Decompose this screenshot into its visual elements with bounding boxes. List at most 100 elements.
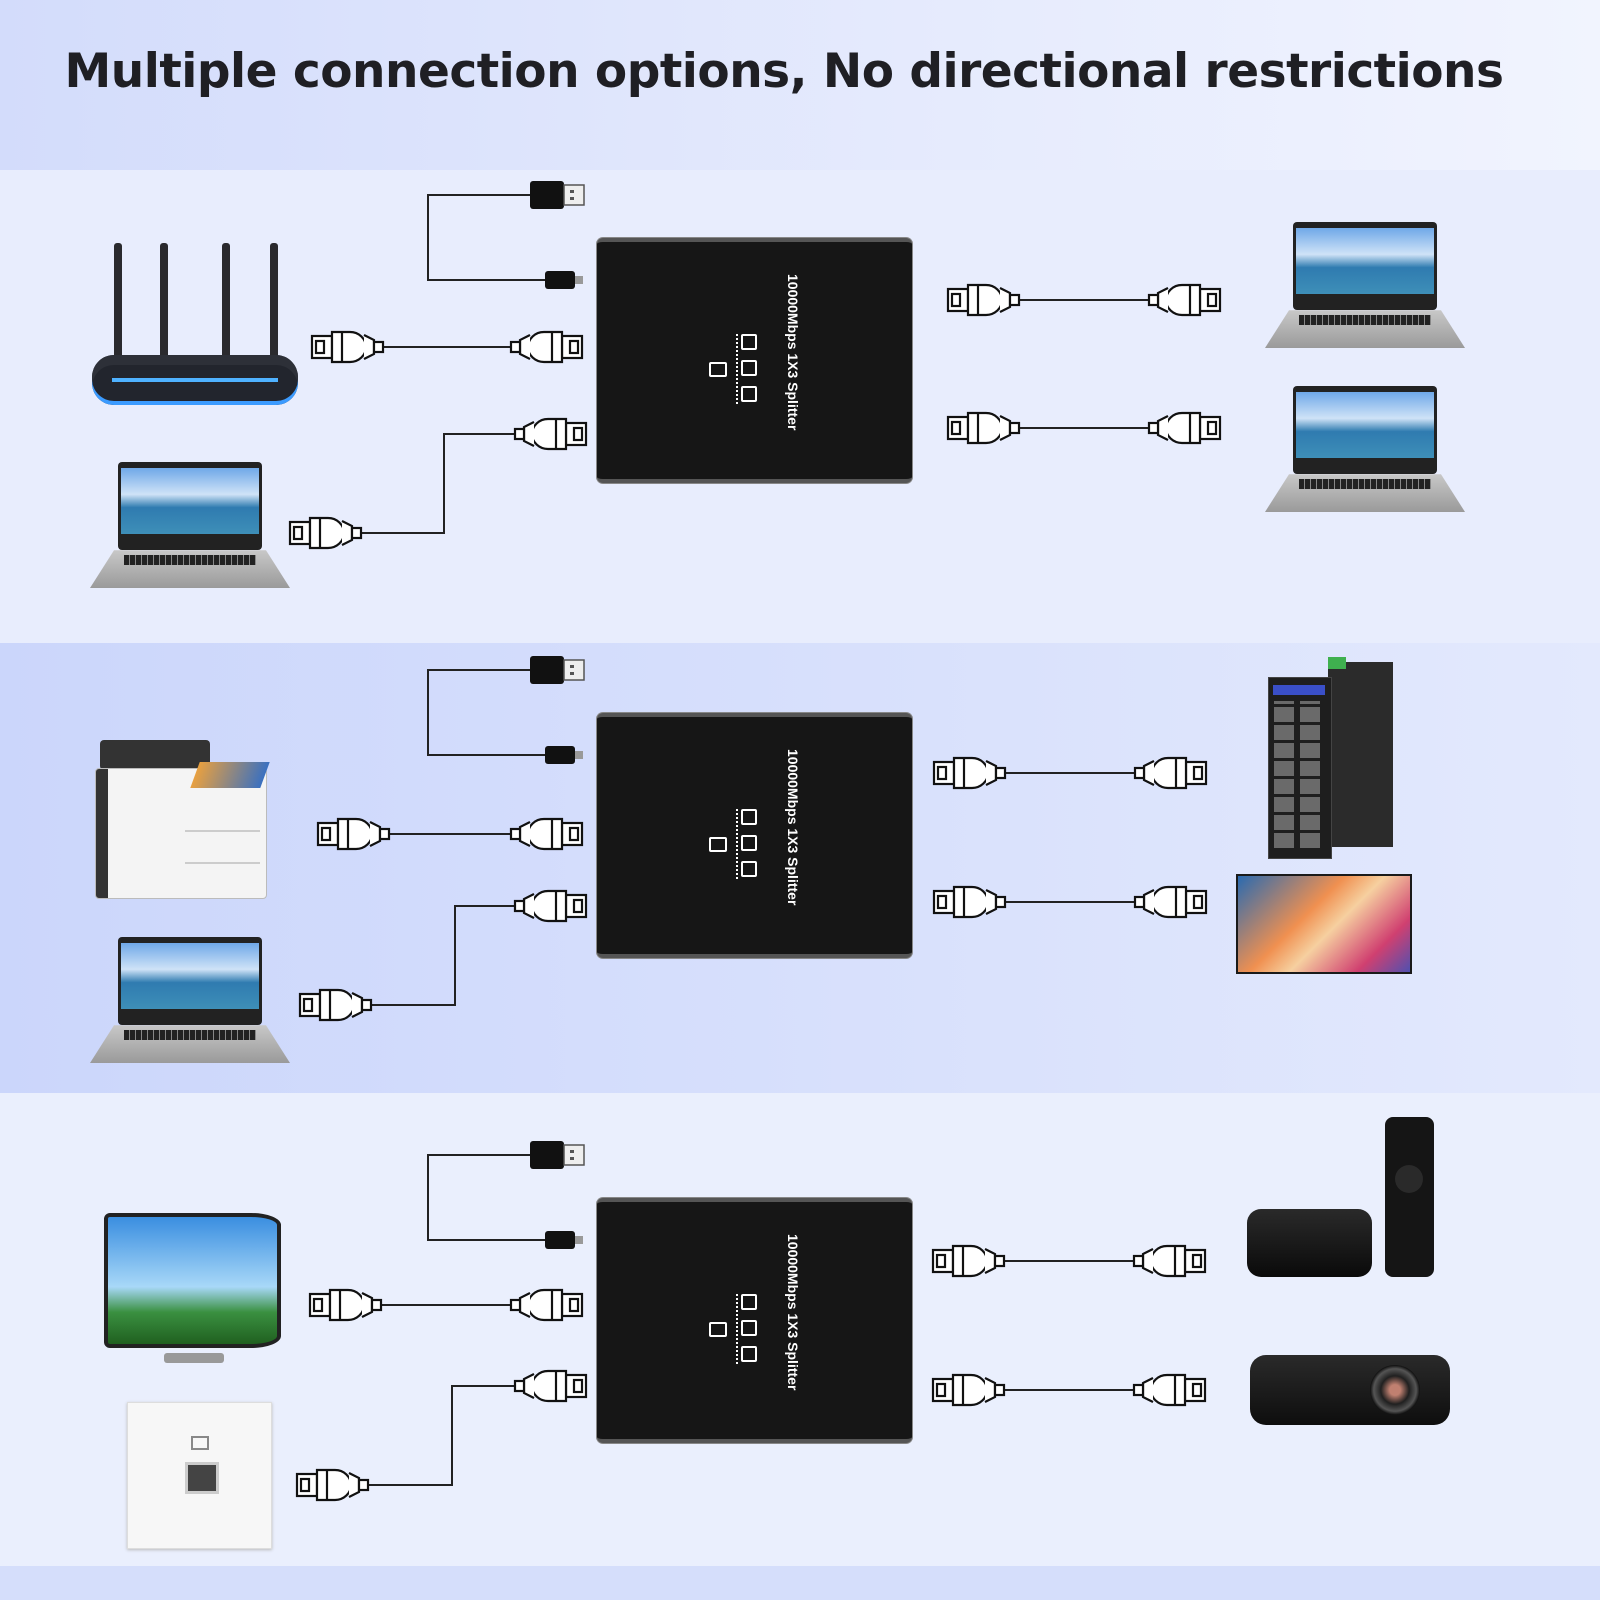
ethernet-cable bbox=[367, 1385, 515, 1486]
rj45-connector-icon bbox=[946, 283, 1021, 317]
laptop-icon bbox=[1265, 222, 1465, 348]
splitter-label: 10000Mbps 1X3 Splitter bbox=[785, 274, 801, 431]
topology-bus bbox=[736, 809, 738, 879]
topology-node bbox=[709, 1322, 727, 1337]
topology-node bbox=[741, 861, 757, 877]
micro-usb-plug-icon bbox=[545, 1231, 583, 1249]
router-icon bbox=[92, 243, 298, 405]
usb-cable bbox=[427, 669, 545, 756]
topology-node bbox=[741, 360, 757, 376]
ethernet-port bbox=[185, 1462, 219, 1494]
streaming-box bbox=[1247, 1209, 1372, 1277]
rj45-connector-icon bbox=[946, 411, 1021, 445]
rj45-connector-icon bbox=[931, 1373, 1006, 1407]
rj45-connector-icon bbox=[288, 516, 363, 550]
header: Multiple connection options, No directio… bbox=[0, 0, 1600, 170]
micro-usb-plug-icon bbox=[545, 271, 583, 289]
rj45-connector-icon bbox=[1133, 885, 1208, 919]
topology-node bbox=[709, 362, 727, 377]
splitter-device: 10000Mbps 1X3 Splitter bbox=[597, 1198, 912, 1443]
splitter-label: 10000Mbps 1X3 Splitter bbox=[785, 749, 801, 906]
topology-node bbox=[741, 386, 757, 402]
rj45-connector-icon bbox=[509, 817, 584, 851]
topology-node bbox=[741, 1294, 757, 1310]
tv-screen bbox=[1238, 876, 1410, 972]
switch-power-terminal bbox=[1328, 657, 1346, 669]
router-antenna bbox=[222, 243, 230, 361]
laptop-icon bbox=[90, 462, 290, 588]
laptop-keys bbox=[124, 1030, 256, 1041]
rj45-connector-icon bbox=[298, 988, 373, 1022]
rj45-connector-icon bbox=[932, 756, 1007, 790]
topology-node bbox=[741, 809, 757, 825]
ethernet-cable bbox=[360, 433, 515, 534]
topology-node bbox=[709, 837, 727, 852]
laptop-icon bbox=[1265, 386, 1465, 512]
laptop-icon bbox=[90, 937, 290, 1063]
lan-symbol-icon bbox=[191, 1436, 209, 1450]
bottom-band bbox=[0, 1566, 1600, 1600]
rj45-connector-icon bbox=[1147, 411, 1222, 445]
rj45-connector-icon bbox=[308, 1288, 383, 1322]
splitter-device: 10000Mbps 1X3 Splitter bbox=[597, 713, 912, 958]
monitor-screen bbox=[104, 1213, 281, 1348]
wall-ethernet-socket-icon bbox=[127, 1402, 272, 1549]
rj45-connector-icon bbox=[310, 330, 385, 364]
router-antenna bbox=[270, 243, 278, 361]
rj45-connector-icon bbox=[295, 1468, 370, 1502]
curved-monitor-icon bbox=[104, 1213, 281, 1370]
projector-body bbox=[1250, 1355, 1450, 1425]
rj45-connector-icon bbox=[513, 1369, 588, 1403]
printer-tray bbox=[185, 830, 260, 864]
rj45-connector-icon bbox=[509, 330, 584, 364]
router-antenna bbox=[160, 243, 168, 361]
rj45-connector-icon bbox=[513, 417, 588, 451]
switch-side bbox=[1328, 662, 1393, 847]
topology-node bbox=[741, 334, 757, 350]
projector-lens bbox=[1370, 1365, 1420, 1415]
laptop-screen bbox=[121, 943, 259, 1009]
monitor-stand bbox=[164, 1353, 224, 1363]
printer-body bbox=[95, 768, 267, 899]
laptop-screen bbox=[1296, 392, 1434, 458]
remote-control bbox=[1385, 1117, 1434, 1277]
usb-a-plug-icon bbox=[530, 1141, 585, 1169]
topology-node bbox=[741, 1320, 757, 1336]
network-topology-icon bbox=[709, 1294, 759, 1366]
laptop-screen bbox=[121, 468, 259, 534]
rj45-connector-icon bbox=[1132, 1373, 1207, 1407]
ethernet-cable bbox=[370, 905, 515, 1006]
topology-bus bbox=[736, 1294, 738, 1364]
splitter-device: 10000Mbps 1X3 Splitter bbox=[597, 238, 912, 483]
network-topology-icon bbox=[709, 334, 759, 406]
usb-a-plug-icon bbox=[530, 181, 585, 209]
topology-node bbox=[741, 835, 757, 851]
router-antenna bbox=[114, 243, 122, 361]
usb-a-plug-icon bbox=[530, 656, 585, 684]
rj45-connector-icon bbox=[509, 1288, 584, 1322]
topology-node bbox=[741, 1346, 757, 1362]
usb-cable bbox=[427, 1154, 545, 1241]
topology-bus bbox=[736, 334, 738, 404]
router-light bbox=[112, 378, 278, 382]
switch-label-plate bbox=[1273, 685, 1325, 695]
usb-cable bbox=[427, 194, 545, 281]
network-topology-icon bbox=[709, 809, 759, 881]
rj45-connector-icon bbox=[932, 885, 1007, 919]
rj45-connector-icon bbox=[513, 889, 588, 923]
printer-scanner bbox=[100, 740, 210, 770]
splitter-label: 10000Mbps 1X3 Splitter bbox=[785, 1234, 801, 1391]
micro-usb-plug-icon bbox=[545, 746, 583, 764]
tv-icon bbox=[1236, 874, 1412, 984]
laptop-screen bbox=[1296, 228, 1434, 294]
printer-icon bbox=[95, 740, 270, 899]
rj45-connector-icon bbox=[316, 817, 391, 851]
laptop-keys bbox=[1299, 479, 1431, 490]
projector-icon bbox=[1250, 1345, 1450, 1425]
streaming-box-with-remote-icon bbox=[1247, 1117, 1437, 1279]
network-switch-icon bbox=[1268, 657, 1393, 859]
rj45-connector-icon bbox=[931, 1244, 1006, 1278]
laptop-keys bbox=[124, 555, 256, 566]
rj45-connector-icon bbox=[1147, 283, 1222, 317]
